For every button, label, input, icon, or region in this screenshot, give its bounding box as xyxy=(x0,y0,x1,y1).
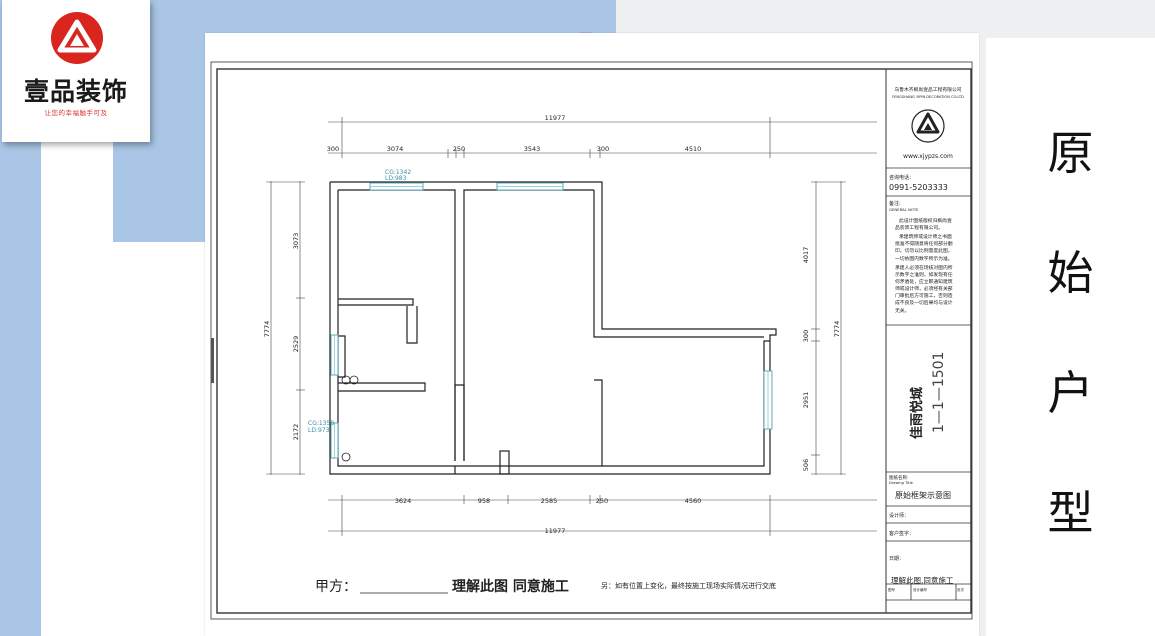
date-label: 日期： xyxy=(889,556,904,562)
note-line: 成不良及一切后果均与设计 xyxy=(895,299,953,306)
footer-cell-3: 页次 xyxy=(957,587,965,592)
outer-wall-inner-line xyxy=(337,190,770,467)
living-wall xyxy=(463,189,594,461)
note-line: 品装饰工程有限公司。 xyxy=(895,224,943,231)
dim-bottom-2: 958 xyxy=(478,497,490,505)
inner-frame xyxy=(216,68,972,614)
pipe-icon xyxy=(341,452,351,462)
note-line: 一切依图内数字所示为准。 xyxy=(895,255,953,262)
dim-left-1: 3073 xyxy=(292,233,300,250)
note-line: 何矛盾处，应立即通知建筑 xyxy=(895,278,953,285)
dim-right-2: 300 xyxy=(802,330,810,342)
dim-bottom-5: 4560 xyxy=(685,497,702,505)
corridor-wall xyxy=(454,384,465,461)
frame-left-marker xyxy=(211,338,214,383)
window-left-ld: LD:973 xyxy=(308,427,330,434)
right-wing-inner xyxy=(593,190,764,338)
unit-number: 1—1—1501 xyxy=(931,352,947,433)
change-note: 另：如有位置上变化，最终按施工现场实际情况进行交底 xyxy=(601,581,776,590)
floor-plan-sheet: 11977 300 3074 250 3543 300 4510 3624 95… xyxy=(205,33,979,636)
dim-left-3: 2172 xyxy=(292,424,300,441)
note-line: 批准不得随意将任何部分翻 xyxy=(895,240,953,247)
dim-top-5: 300 xyxy=(597,145,609,153)
sheet-top-mark: —— xyxy=(580,29,592,36)
bath-left-wall xyxy=(338,335,346,378)
window-left-cg: CG:1358 xyxy=(308,420,334,427)
note-line: 此设计图纸版权归枫尚壹 xyxy=(899,217,952,224)
note-line: 示数字之准则，如发现有任 xyxy=(895,271,953,278)
bath-side-wall xyxy=(406,306,418,344)
company-name-en: FENGSHANG YIPIN DECORATION CO.LTD xyxy=(892,95,964,99)
outer-wall xyxy=(329,181,777,475)
dim-total-right: 7774 xyxy=(833,321,841,338)
bath-bottom-wall xyxy=(338,382,426,392)
pipe-icon xyxy=(349,375,359,385)
kitchen-wall xyxy=(338,189,456,461)
company-logo-name: 壹品装饰 xyxy=(23,77,128,106)
note-line: 承建筑师或设计师之书面 xyxy=(899,233,952,240)
note-line: 门审批后方可施工，否则造 xyxy=(895,292,953,299)
client-sign-label: 客户签字： xyxy=(889,530,914,537)
dim-bottom-3: 2585 xyxy=(541,497,558,505)
page-title-char: 始 xyxy=(1047,246,1094,300)
window-top-ld: LD:983 xyxy=(385,175,407,182)
door-jamb xyxy=(499,450,510,475)
drawing-name: 原始框架示意图 xyxy=(895,490,951,500)
approve-text: 理解此图,同意施工 xyxy=(891,575,954,585)
party-a-label: 甲方： xyxy=(315,579,357,595)
dim-top-4: 3543 xyxy=(524,145,541,153)
dim-top-6: 4510 xyxy=(685,145,702,153)
dim-right-3: 2951 xyxy=(802,392,810,409)
floor-plan-drawing: 11977 300 3074 250 3543 300 4510 3624 95… xyxy=(210,61,973,620)
footer-cell-2: 设计编号 xyxy=(913,587,927,592)
dim-total-bottom: 11977 xyxy=(545,527,566,535)
bath-top-wall xyxy=(338,298,414,306)
page-title-char: 原 xyxy=(1047,126,1094,180)
company-logo-slogan: 让您的幸福触手可及 xyxy=(44,109,108,117)
footer-cell-1: 图号 xyxy=(888,587,896,592)
drawing-name-label-en: Drawing Title xyxy=(889,481,914,485)
vertical-page-title: 原 始 户 型 xyxy=(986,130,1155,610)
dim-bottom-1: 3624 xyxy=(395,497,412,505)
drawing-name-label: 图纸名称: xyxy=(889,474,909,481)
note-label: 备注: xyxy=(889,200,901,207)
dim-right-4: 506 xyxy=(802,459,810,471)
company-name-cn: 乌鲁木齐枫尚壹品工程有限公司 xyxy=(894,86,961,93)
page-title-char: 型 xyxy=(1047,486,1094,540)
company-website: www.xjypzs.com xyxy=(903,153,953,160)
dim-top-1: 300 xyxy=(327,145,339,153)
designer-label: 设计师： xyxy=(889,512,909,519)
dim-left-2: 2529 xyxy=(292,336,300,353)
dim-bottom-4: 250 xyxy=(596,497,608,505)
note-line: 师或设计师，必须经有关部 xyxy=(895,285,953,292)
triangle-logo-icon xyxy=(51,12,103,64)
note-label-en: GENERAL NOTE xyxy=(889,207,919,212)
agree-text: 理解此图 同意施工 xyxy=(452,578,569,595)
note-line: 承建人必须在场核对图内所 xyxy=(895,264,953,271)
phone-number: 0991-5203333 xyxy=(889,183,948,192)
note-line: 无关。 xyxy=(895,307,909,314)
window-top-cg: CG:1342 xyxy=(385,169,411,176)
outer-frame xyxy=(210,61,973,620)
project-name: 佳雨悦城 xyxy=(909,387,925,439)
phone-label: 咨询电话： xyxy=(889,174,914,181)
note-line: 印。切勿以比例量度此图， xyxy=(895,247,953,254)
page-title-char: 户 xyxy=(1047,366,1094,420)
dim-total-left: 7774 xyxy=(263,321,271,338)
bedroom-wall xyxy=(594,379,603,466)
dim-right-1: 4017 xyxy=(802,247,810,264)
title-panel: 原 始 户 型 xyxy=(986,38,1155,636)
company-logo-card: 壹品装饰 让您的幸福触手可及 xyxy=(2,0,150,142)
dim-top-2: 3074 xyxy=(387,145,404,153)
dim-total-top: 11977 xyxy=(545,114,566,122)
title-block-logo-icon xyxy=(911,109,945,143)
dim-top-3: 250 xyxy=(453,145,465,153)
